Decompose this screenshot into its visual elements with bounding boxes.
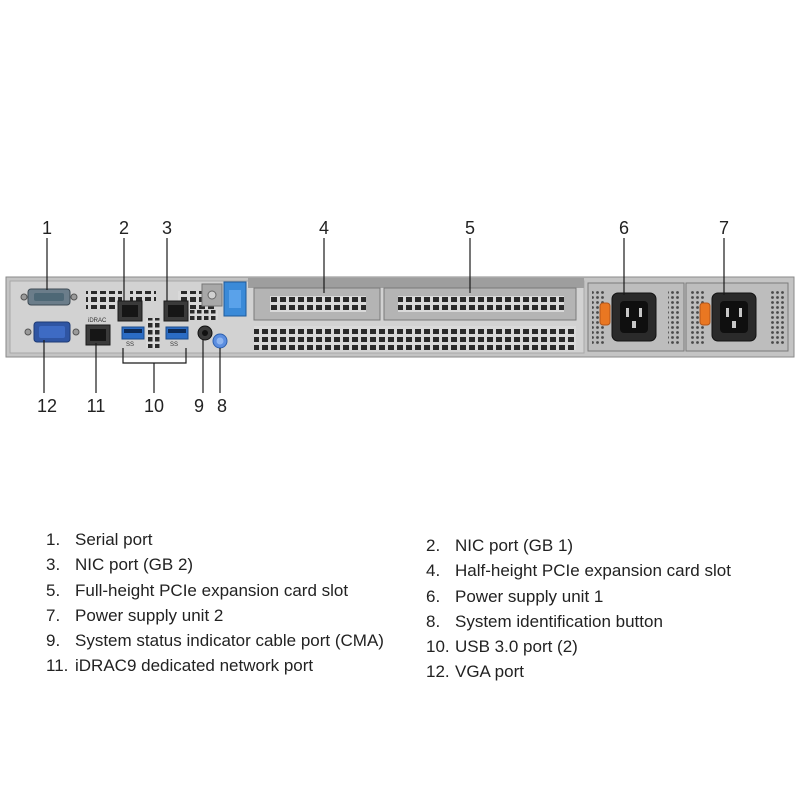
legend-text: Power supply unit 2	[75, 605, 224, 625]
legend-number: 7.	[46, 605, 61, 625]
callout-11: 11	[87, 396, 106, 416]
callout-6: 6	[619, 218, 629, 238]
legend-text: Power supply unit 1	[455, 586, 604, 606]
legend-number: 8.	[426, 611, 441, 631]
power-supply-unit-2[interactable]	[685, 282, 789, 352]
legend-item: 7. Power supply unit 2	[46, 603, 384, 628]
legend-text: USB 3.0 port (2)	[455, 637, 578, 657]
nic-port-gb1[interactable]	[117, 300, 143, 322]
usb3-port-2[interactable]: SS	[165, 326, 189, 348]
legend-number: 11.	[46, 656, 69, 676]
callout-leaders	[43, 238, 725, 393]
legend-item: 6. Power supply unit 1	[426, 584, 731, 609]
idrac-network-port[interactable]: iDRAC	[85, 318, 111, 346]
legend-number: 6.	[426, 586, 441, 606]
callout-7: 7	[719, 218, 729, 238]
riser-bracket	[201, 283, 223, 307]
callout-3: 3	[162, 218, 172, 238]
power-supply-unit-1[interactable]	[587, 282, 685, 352]
legend-item: 12.VGA port	[426, 659, 731, 684]
legend-number: 2.	[426, 536, 441, 555]
legend-text: System status indicator cable port (CMA)	[75, 631, 384, 651]
legend-number: 9.	[46, 631, 61, 651]
system-id-button[interactable]	[212, 333, 228, 349]
legend-text: Half-height PCIe expansion card slot	[455, 561, 731, 581]
callout-4: 4	[319, 218, 329, 238]
legend-number: 4.	[426, 561, 441, 581]
legend-text: VGA port	[455, 662, 524, 682]
legend-item: 8. System identification button	[426, 609, 731, 634]
legend-number: 3.	[46, 555, 61, 575]
callout-8: 8	[217, 396, 227, 416]
rear-vents-bottom	[254, 326, 576, 350]
vga-port[interactable]	[24, 321, 80, 343]
legend-number: 5.	[46, 580, 61, 600]
legend-number: 10.	[426, 637, 450, 657]
callout-9: 9	[194, 396, 204, 416]
riser-latch[interactable]	[223, 281, 247, 317]
cma-indicator-port[interactable]	[197, 325, 213, 341]
callout-5: 5	[465, 218, 475, 238]
usb-logo-1: SS	[126, 342, 134, 348]
legend-item: 11. iDRAC9 dedicated network port	[46, 653, 384, 678]
legend-text: iDRAC9 dedicated network port	[75, 656, 314, 676]
legend-item: 2. NIC port (GB 1)	[426, 533, 731, 558]
idrac-label: iDRAC	[88, 318, 107, 324]
legend-right-column: 2. NIC port (GB 1) 4. Half-height PCIe exp…	[426, 533, 731, 685]
legend-item: 4. Half-height PCIe expansion card slot	[426, 558, 731, 583]
legend-text: NIC port (GB 2)	[75, 555, 194, 575]
legend-number: 1.	[46, 530, 61, 549]
legend-left-column: 1. Serial port 3. NIC port (GB 2) 5. Full-h…	[46, 527, 384, 679]
legend-number: 12.	[426, 662, 450, 682]
legend-item: 1. Serial port	[46, 527, 384, 552]
usb3-port-1[interactable]: SS	[121, 326, 145, 348]
legend-text: System identification button	[455, 611, 663, 631]
nic-port-gb2[interactable]	[163, 300, 189, 322]
legend-item: 5. Full-height PCIe expansion card slot	[46, 578, 384, 603]
legend-text: Full-height PCIe expansion card slot	[75, 580, 349, 600]
legend-text: Serial port	[75, 530, 153, 549]
callout-2: 2	[119, 218, 129, 238]
legend-item: 10.USB 3.0 port (2)	[426, 634, 731, 659]
callout-10: 10	[144, 396, 164, 416]
usb-logo-2: SS	[170, 342, 178, 348]
full-height-pcie-slot[interactable]	[383, 287, 577, 321]
legend-item: 3. NIC port (GB 2)	[46, 552, 384, 577]
legend-text: NIC port (GB 1)	[455, 536, 574, 555]
callout-1: 1	[42, 218, 52, 238]
callout-numbers: 1 2 3 4 5 6 7 12 11 10 9 8	[37, 218, 729, 416]
half-height-pcie-slot[interactable]	[253, 287, 381, 321]
legend-item: 9. System status indicator cable port (CM…	[46, 628, 384, 653]
callout-12: 12	[37, 396, 57, 416]
serial-port[interactable]	[20, 288, 78, 306]
